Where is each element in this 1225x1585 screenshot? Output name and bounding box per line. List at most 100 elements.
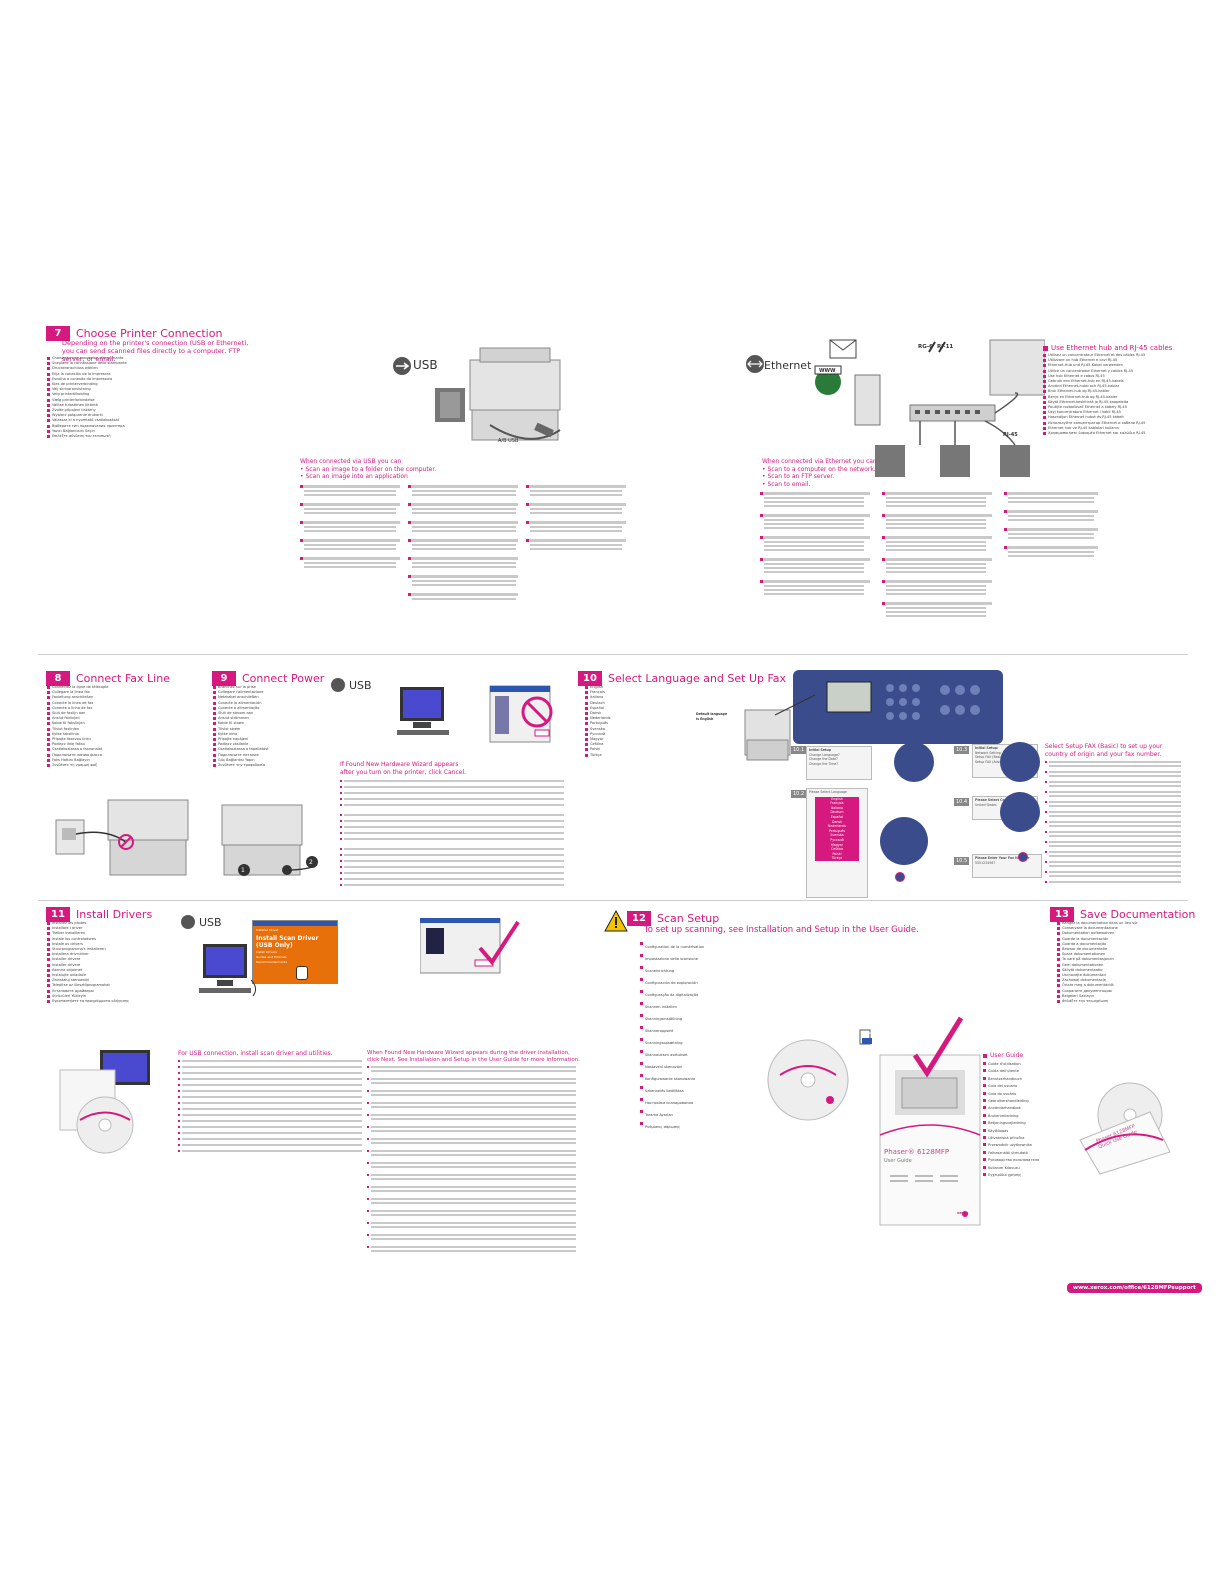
list-item: Välj skrivaranslutning — [47, 387, 247, 392]
language-option[interactable]: Русский — [830, 837, 844, 842]
list-item: Magyar — [585, 737, 685, 742]
nav-pad-1[interactable] — [894, 742, 934, 782]
user-guide-heading-text: User Guide — [990, 1052, 1024, 1059]
ethernet-label: Ethernet — [764, 359, 812, 372]
list-item: Русский — [585, 732, 685, 737]
list-item: Sluit de faxlijn aan — [47, 711, 197, 716]
setup-fax-multilang-block — [1045, 761, 1185, 886]
section-title: Install Drivers — [76, 908, 153, 921]
bullet-square — [1043, 345, 1048, 351]
list-item: Svenska — [585, 727, 685, 732]
list-item: Επιλέξτε σύνδεση του εκτυπωτή — [47, 434, 247, 439]
list-item: Instale os drivers — [47, 942, 177, 947]
step-10-5-label: 10.5 — [954, 857, 970, 865]
language-option[interactable]: Čeština — [831, 847, 843, 852]
list-item: Gebruikershandleiding — [983, 1098, 1053, 1105]
list-item: Använd Ethernet-hubb och RJ-45-kablar — [1043, 384, 1193, 389]
hub-multilang-list: Utilisez un concentrateur Ethernet et de… — [1043, 353, 1193, 436]
nav-pad-3[interactable] — [1000, 742, 1040, 782]
list-item: Dansk — [585, 711, 685, 716]
list-item: Gem dokumentationen — [1057, 963, 1187, 968]
list-item: Nederlands — [585, 716, 685, 721]
click-hand-icon — [296, 966, 308, 980]
list-item: Připojte napájení — [213, 737, 323, 742]
control-panel-illustration — [715, 670, 1005, 770]
language-option[interactable]: Español — [830, 814, 844, 819]
language-option[interactable]: English — [831, 796, 843, 801]
quick-use-guide-illustration — [1070, 1080, 1180, 1175]
language-option[interactable]: Magyar — [831, 842, 843, 847]
list-item: Tilslut faxlinjen — [47, 727, 197, 732]
text-line: is English — [696, 716, 714, 721]
usb-label-text: USB — [199, 915, 222, 929]
section-title: Scan Setup — [657, 912, 720, 925]
cd-and-guide-drawing — [767, 1016, 981, 1226]
list-item: Válassza ki a nyomtató csatlakozását — [47, 418, 247, 423]
rg6-label: RG-6 — [918, 344, 933, 350]
list-item: Χρησιμοποιήστε διανομέα Ethernet και καλ… — [1043, 431, 1193, 436]
step-badge: 10 — [578, 671, 602, 686]
install-drivers-option[interactable]: Install Drivers — [256, 949, 277, 954]
list-item: Faxleitung anschließen — [47, 695, 197, 700]
ok-button-small[interactable] — [895, 872, 905, 882]
section-11-header: 11 Install Drivers — [46, 907, 152, 922]
list-item: Användarhandbok — [983, 1105, 1053, 1112]
install-scan-driver-option[interactable]: Install Scan Driver (USB Only) — [256, 934, 319, 949]
text-line: Select Setup FAX (Basic) to set up your — [1045, 743, 1163, 750]
language-option[interactable]: Français — [830, 801, 844, 806]
wizard-text-blocks — [340, 780, 564, 886]
text-line: Default language — [696, 712, 727, 716]
list-item: Branchez sur la prise — [213, 685, 323, 690]
list-item: Installer drivere — [47, 957, 177, 962]
list-item: Установите драйверы — [47, 989, 177, 994]
list-item: Spara dokumentationen — [1057, 952, 1187, 957]
language-option[interactable]: Nederlands — [827, 824, 847, 829]
language-option[interactable]: Deutsch — [830, 810, 844, 815]
ethernet-network-drawing — [746, 339, 1046, 477]
list-item: Druckeranschluss wählen — [47, 366, 247, 371]
found-hardware-multilang-block — [367, 1066, 582, 1266]
language-option[interactable]: Svenska — [830, 833, 844, 838]
language-option[interactable]: Português — [828, 828, 845, 833]
usb-callout: When connected via USB you can• Scan an … — [300, 458, 490, 481]
list-item: Instale los controladores — [47, 937, 177, 942]
list-item: Installer drivere — [47, 963, 177, 968]
section-title: Connect Fax Line — [76, 672, 170, 685]
text-line: When connected via USB you can — [300, 458, 402, 465]
list-item: Bruk Ethernet-hub og RJ-45-kabler — [1043, 389, 1193, 394]
language-option[interactable]: Dansk — [832, 819, 842, 824]
guides-option[interactable]: Guides and Tutorials — [256, 955, 287, 960]
list-item: Español — [585, 706, 685, 711]
section-8-header: 8 Connect Fax Line — [46, 671, 170, 686]
language-option[interactable]: Italiano — [831, 805, 843, 810]
section-title: Choose Printer Connection — [76, 327, 223, 340]
list-item: Выберите тип подключения принтера — [47, 424, 247, 429]
language-option[interactable]: Polski — [832, 851, 842, 856]
driver-text-blocks — [178, 1060, 362, 1152]
language-option[interactable]: Türkçe — [831, 856, 843, 861]
list-item: Kies de printerverbinding — [47, 382, 247, 387]
support-url-button[interactable]: www.xerox.com/office/6128MFPsupport — [1067, 1283, 1202, 1293]
cd-drawing — [59, 1050, 150, 1154]
list-item: Italiano — [585, 695, 685, 700]
text-line: Please Enter Your Fax Number — [975, 856, 1030, 860]
list-item: Scaneinrichtung — [640, 965, 770, 977]
nav-pad-2[interactable] — [880, 817, 928, 865]
section-12-header: 12 Scan Setup — [627, 911, 719, 926]
ab-usb-label: A/B USB — [498, 438, 519, 444]
list-item: Sürücüleri Yükleyin — [47, 994, 177, 999]
usb-icon — [181, 915, 195, 929]
nav-pad-4[interactable] — [1000, 792, 1040, 832]
warning-triangle — [604, 909, 628, 932]
list-item: Koble til strøm — [213, 721, 323, 726]
list-item: Uschovejte dokumentaci — [1057, 973, 1187, 978]
list-item: Configuração da digitalização — [640, 989, 770, 1001]
ok-button-small[interactable] — [1018, 852, 1028, 862]
divider — [38, 654, 1188, 655]
links-option[interactable]: Recommended Links — [256, 959, 288, 964]
list-item: Εγκαταστήστε τα προγράμματα οδήγησης — [47, 999, 177, 1004]
